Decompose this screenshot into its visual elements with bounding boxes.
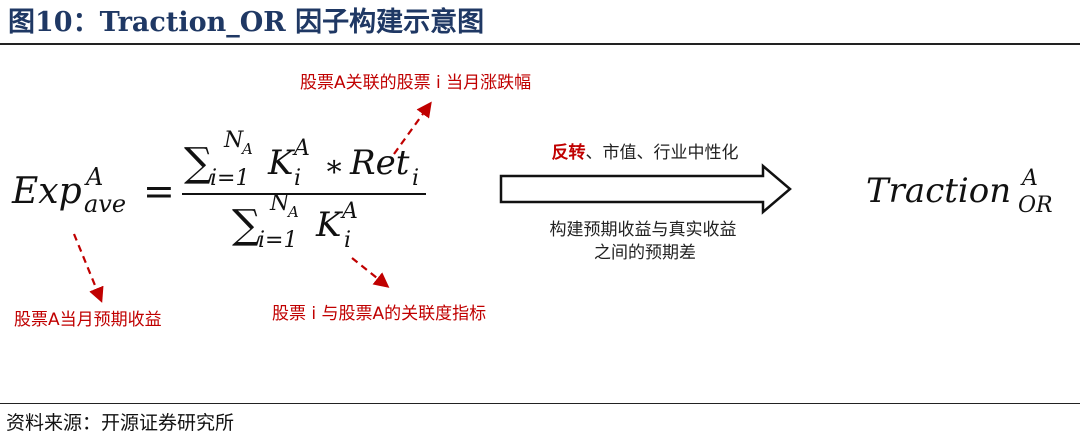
svg-text:A: A xyxy=(292,136,310,161)
page-title: 图10：Traction_OR 因子构建示意图 xyxy=(8,7,485,38)
svg-text:N: N xyxy=(269,191,290,216)
svg-text:A: A xyxy=(340,199,358,224)
svg-text:∗: ∗ xyxy=(324,149,344,184)
arrow-note-below-line1: 构建预期收益与真实收益 xyxy=(550,220,737,240)
formula-denominator: ∑ N A i=1 K A i xyxy=(232,191,358,253)
svg-text:A: A xyxy=(84,163,103,191)
svg-text:i=1: i=1 xyxy=(258,228,297,253)
svg-text:∑: ∑ xyxy=(184,140,213,186)
svg-text:A: A xyxy=(1020,166,1038,191)
formula-result: Traction A OR xyxy=(866,166,1053,218)
pointer-arrow-bottom xyxy=(351,257,390,288)
formula-equals: = xyxy=(143,169,175,213)
svg-text:Traction: Traction xyxy=(866,171,1011,211)
svg-text:i: i xyxy=(412,166,419,191)
arrow-note-above: 反转、市值、行业中性化 xyxy=(552,142,739,163)
svg-text:K: K xyxy=(315,205,344,245)
header-rule xyxy=(0,43,1080,45)
formula-numerator: ∑ N A i=1 K A i ∗ Ret i xyxy=(184,128,419,191)
formula-lhs: Exp A ave xyxy=(11,163,126,218)
svg-text:i: i xyxy=(294,166,301,191)
arrow-note-below-line2: 之间的预期差 xyxy=(594,243,696,263)
footer-rule xyxy=(0,403,1080,404)
svg-text:ave: ave xyxy=(84,190,126,218)
annotation-expected-return: 股票A当月预期收益 xyxy=(14,310,162,330)
svg-text:N: N xyxy=(223,128,244,153)
svg-text:∑: ∑ xyxy=(232,202,261,248)
svg-text:i: i xyxy=(344,228,351,253)
svg-text:i=1: i=1 xyxy=(210,166,249,191)
process-arrow xyxy=(499,163,792,215)
svg-text:K: K xyxy=(267,143,296,183)
pointer-arrow-top xyxy=(393,101,432,155)
svg-text:A: A xyxy=(240,140,253,158)
pointer-arrow-left xyxy=(72,233,104,303)
svg-text:A: A xyxy=(286,203,299,221)
factor-construction-diagram: 股票A关联的股票 i 当月涨跌幅 股票A当月预期收益 股票 i 与股票A的关联度… xyxy=(11,73,1053,330)
svg-text:Exp: Exp xyxy=(11,171,82,212)
annotation-related-stock-return: 股票A关联的股票 i 当月涨跌幅 xyxy=(300,73,531,93)
annotation-correlation-indicator: 股票 i 与股票A的关联度指标 xyxy=(272,304,486,324)
svg-text:Ret: Ret xyxy=(349,143,410,183)
source-note: 资料来源：开源证券研究所 xyxy=(6,412,235,434)
svg-text:OR: OR xyxy=(1018,193,1053,218)
